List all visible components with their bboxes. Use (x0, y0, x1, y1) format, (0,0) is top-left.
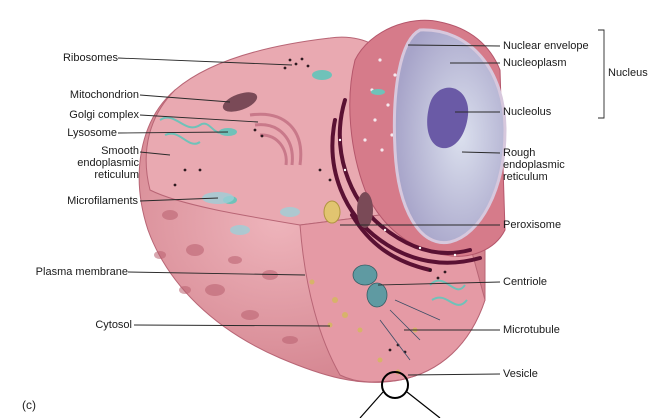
label-lysosome: Lysosome (28, 127, 117, 139)
label-plasma-membrane: Plasma membrane (18, 266, 128, 278)
label-nucleus-group: Nucleus (608, 67, 648, 79)
label-golgi-complex: Golgi complex (28, 109, 139, 121)
label-peroxisome: Peroxisome (503, 219, 561, 231)
label-nucleolus: Nucleolus (503, 106, 551, 118)
label-smooth-er: Smooth endoplasmic reticulum (28, 145, 139, 181)
label-microfilaments: Microfilaments (18, 195, 138, 207)
label-smooth-er-line1: Smooth (28, 145, 139, 157)
label-microtubule: Microtubule (503, 324, 560, 336)
label-smooth-er-line3: reticulum (28, 169, 139, 181)
label-centriole: Centriole (503, 276, 547, 288)
label-smooth-er-line2: endoplasmic (28, 157, 139, 169)
label-rough-er-line3: reticulum (503, 171, 565, 183)
label-ribosomes: Ribosomes (28, 52, 118, 64)
label-rough-er: Rough endoplasmic reticulum (503, 147, 565, 183)
label-mitochondrion: Mitochondrion (28, 89, 139, 101)
zoom-line-right (407, 392, 440, 418)
peroxisome (324, 201, 340, 223)
label-nucleoplasm: Nucleoplasm (503, 57, 567, 69)
label-rough-er-line2: endoplasmic (503, 159, 565, 171)
zoom-line-left (360, 392, 383, 418)
label-cytosol: Cytosol (28, 319, 132, 331)
label-nuclear-envelope: Nuclear envelope (503, 40, 589, 52)
label-vesicle: Vesicle (503, 368, 538, 380)
figure-part-label: (c) (22, 398, 36, 412)
label-rough-er-line1: Rough (503, 147, 565, 159)
